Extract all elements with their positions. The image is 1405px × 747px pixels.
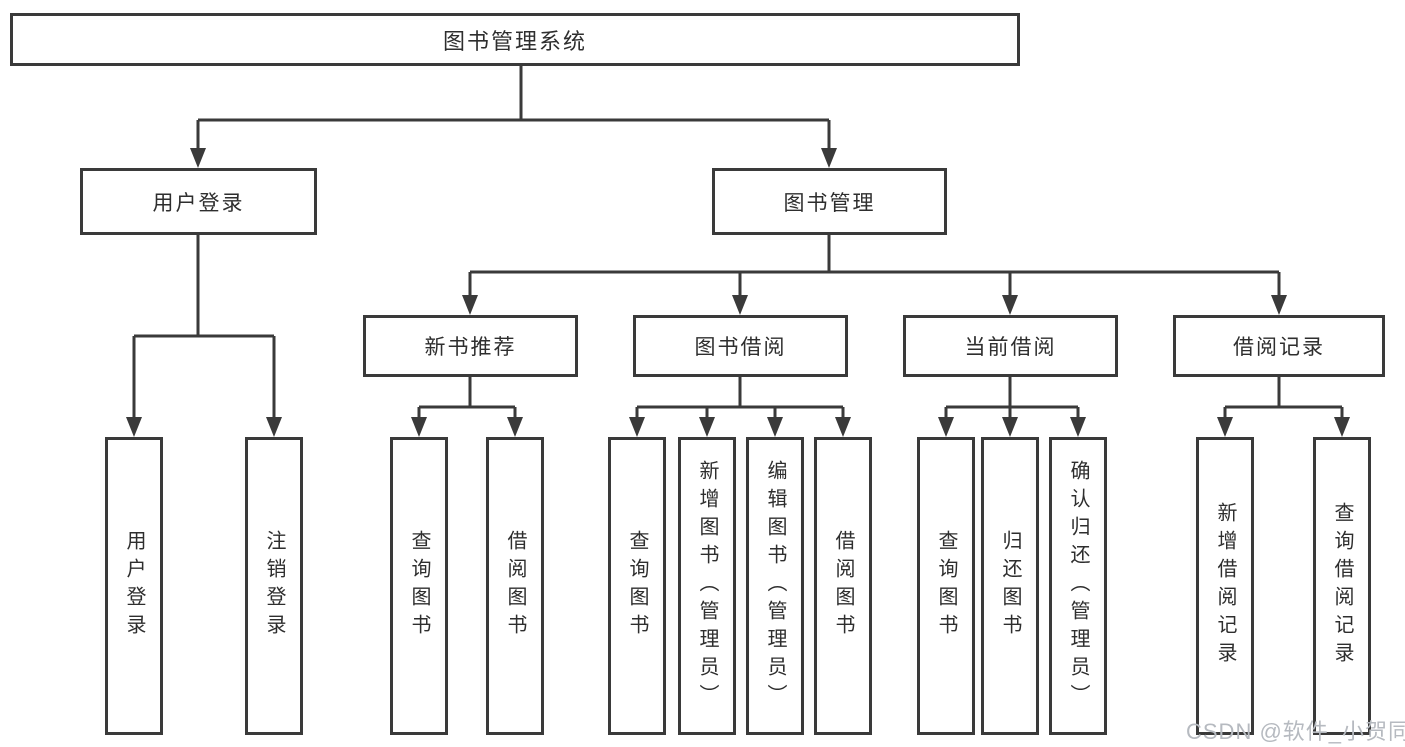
- leaf-edit-books-admin: 编辑图书（管理员）: [746, 437, 804, 735]
- leaf-query-books-current: 查询图书: [917, 437, 975, 735]
- leaf-query-borrow-record: 查询借阅记录: [1313, 437, 1371, 735]
- connector-userlogin-to-leaves: [126, 235, 282, 437]
- csdn-watermark: CSDN @软件_小贺同学: [1186, 719, 1405, 744]
- node-new-book-recommend: 新书推荐: [363, 315, 578, 377]
- leaf-borrow-books: 借阅图书: [814, 437, 872, 735]
- connector-newbook-to-leaves: [411, 377, 523, 437]
- connector-currentborrow-to-leaves: [938, 377, 1086, 437]
- leaf-borrow-books-recommend: 借阅图书: [486, 437, 544, 735]
- connector-bookmgmt-to-level3: [462, 235, 1287, 315]
- leaf-add-borrow-record: 新增借阅记录: [1196, 437, 1254, 735]
- node-system-root: 图书管理系统: [10, 13, 1020, 66]
- connector-borrowrecord-to-leaves: [1217, 377, 1350, 437]
- leaf-return-books: 归还图书: [981, 437, 1039, 735]
- node-borrowing-records: 借阅记录: [1173, 315, 1385, 377]
- leaf-logout: 注销登录: [245, 437, 303, 735]
- leaf-add-books-admin: 新增图书（管理员）: [678, 437, 736, 735]
- node-current-borrowing: 当前借阅: [903, 315, 1118, 377]
- node-book-borrowing: 图书借阅: [633, 315, 848, 377]
- connector-root-to-level2: [190, 66, 837, 168]
- leaf-query-books-borrow: 查询图书: [608, 437, 666, 735]
- node-user-login: 用户登录: [80, 168, 317, 235]
- node-book-management: 图书管理: [712, 168, 947, 235]
- leaf-user-login: 用户登录: [105, 437, 163, 735]
- connector-bookborrow-to-leaves: [629, 377, 851, 437]
- leaf-query-books-recommend: 查询图书: [390, 437, 448, 735]
- leaf-confirm-return-admin: 确认归还（管理员）: [1049, 437, 1107, 735]
